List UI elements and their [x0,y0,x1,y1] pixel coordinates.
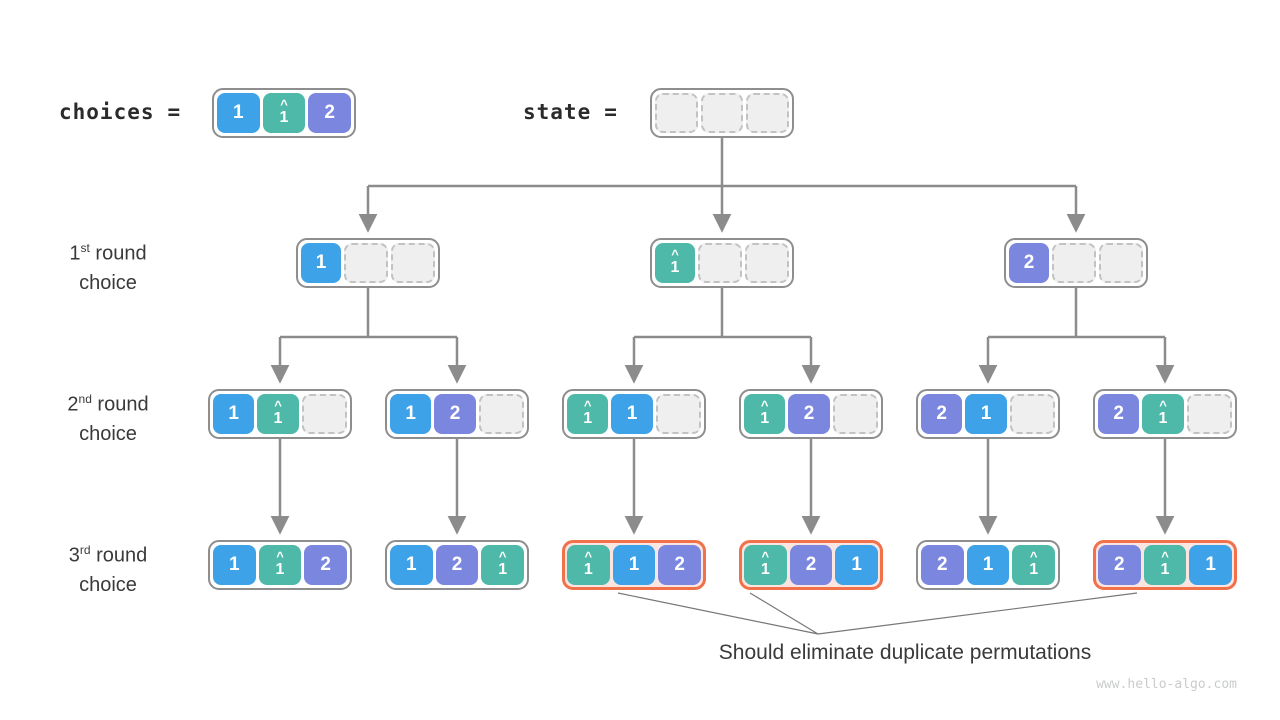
duplicate-callout-lines [617,592,1138,635]
cell-2: 2 [1098,545,1141,585]
state-label-text: state [523,100,592,124]
cell-1: 1 [213,545,256,585]
empty-slot [832,394,878,434]
cell-1: 1 [835,545,879,585]
empty-slot [700,93,744,133]
empty-slot [1052,243,1096,283]
empty-slot [1186,394,1232,434]
cell-1: 1 [966,545,1010,585]
cell-1: 1 [217,93,260,133]
cell-2: 2 [658,545,702,585]
cell-1: 1 [390,545,433,585]
cell-2: 2 [921,394,963,434]
round2-box-1: 1^1 [208,389,352,439]
cell-2: 2 [434,394,476,434]
cell-2: 2 [308,93,352,133]
cell-2: 2 [304,545,348,585]
cell-1-hat: ^1 [262,93,306,133]
cell-2: 2 [1098,394,1140,434]
cell-1-hat: ^1 [744,394,786,434]
cell-2: 2 [435,545,479,585]
round-1-label: 1st round choice [69,241,147,294]
cell-1-hat: ^1 [744,545,787,585]
cell-1-hat: ^1 [257,394,299,434]
cell-1: 1 [612,545,656,585]
choices-label-text: choices [59,100,155,124]
state-label: state = [523,87,618,137]
empty-slot [1009,394,1055,434]
cell-1-hat: ^1 [655,243,695,283]
cell-2: 2 [921,545,964,585]
round1-box-3: 2 [1004,238,1148,288]
choices-label: choices = [59,87,181,137]
round1-box-2: ^1 [650,238,794,288]
round1-box-1: 1 [296,238,440,288]
empty-slot [655,394,701,434]
cell-1-hat: ^1 [258,545,302,585]
empty-slot [344,243,388,283]
choices-equals: = [167,100,182,124]
cell-1: 1 [611,394,653,434]
cell-1: 1 [965,394,1007,434]
cell-1: 1 [1189,545,1233,585]
state-box [650,88,794,138]
cell-1-hat: ^1 [1143,545,1187,585]
empty-slot [1099,243,1143,283]
cell-1-hat: ^1 [1012,545,1056,585]
round-3-label: 3rdchoice round choice [68,543,148,596]
site-watermark: www.hello-algo.com [1096,677,1237,692]
state-equals: = [604,100,618,124]
cell-1-hat: ^1 [567,394,609,434]
cell-1: 1 [213,394,255,434]
round-2-label: 2nd round choice [67,392,149,445]
cell-1-hat: ^1 [567,545,610,585]
empty-slot [478,394,524,434]
empty-slot [391,243,435,283]
empty-slot [698,243,742,283]
cell-1-hat: ^1 [1142,394,1184,434]
cell-2: 2 [789,545,833,585]
cell-1-hat: ^1 [481,545,525,585]
empty-slot [655,93,698,133]
empty-slot [746,93,790,133]
round2-box-6: 2^1 [1093,389,1237,439]
empty-slot [301,394,347,434]
cell-1: 1 [301,243,341,283]
cell-2: 2 [1009,243,1049,283]
cell-1: 1 [390,394,432,434]
cell-2: 2 [788,394,830,434]
empty-slot [745,243,789,283]
duplicate-permutations-note: Should eliminate duplicate permutations [718,641,1092,664]
